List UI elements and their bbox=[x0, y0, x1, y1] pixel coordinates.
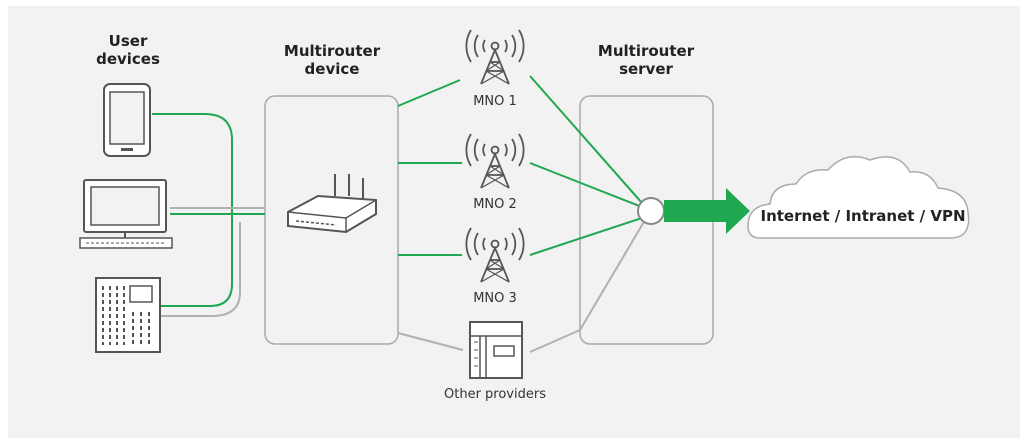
multirouter-server-label: Multirouter server bbox=[584, 42, 708, 78]
tablet-connection-line bbox=[152, 113, 233, 307]
cloud-icon bbox=[747, 155, 970, 239]
fax-terminal-icon bbox=[95, 277, 161, 353]
mno1-label: MNO 1 bbox=[473, 94, 517, 109]
mno3-label: MNO 3 bbox=[473, 291, 517, 306]
cell-tower-icon-mno3 bbox=[465, 227, 525, 283]
arrow-icon bbox=[664, 188, 750, 234]
other-server-line bbox=[529, 329, 581, 353]
mno3-server-line bbox=[529, 217, 643, 256]
fax-gray-connection-line bbox=[160, 222, 241, 317]
mno1-server-line bbox=[529, 75, 643, 204]
server-rack-icon bbox=[469, 321, 523, 379]
device-other-line bbox=[397, 332, 464, 351]
cell-tower-icon-mno2 bbox=[465, 133, 525, 189]
user-devices-text: User devices bbox=[96, 32, 160, 68]
server-other-line bbox=[579, 219, 646, 331]
router-icon bbox=[287, 174, 377, 234]
user-devices-label: User devices bbox=[88, 32, 168, 68]
internet-label: Internet / Intranet / VPN bbox=[760, 207, 966, 225]
tablet-icon bbox=[103, 83, 151, 157]
desktop-computer-icon bbox=[79, 179, 173, 249]
mno2-label: MNO 2 bbox=[473, 197, 517, 212]
cell-tower-icon-mno1 bbox=[465, 29, 525, 85]
mno2-server-line bbox=[529, 162, 643, 208]
other-providers-label: Other providers bbox=[444, 387, 546, 402]
multirouter-device-text: Multirouter device bbox=[283, 42, 381, 78]
multirouter-device-label: Multirouter device bbox=[270, 42, 394, 78]
server-hub-circle bbox=[637, 197, 665, 225]
device-mno1-line bbox=[397, 79, 461, 107]
multirouter-server-text: Multirouter server bbox=[597, 42, 695, 78]
